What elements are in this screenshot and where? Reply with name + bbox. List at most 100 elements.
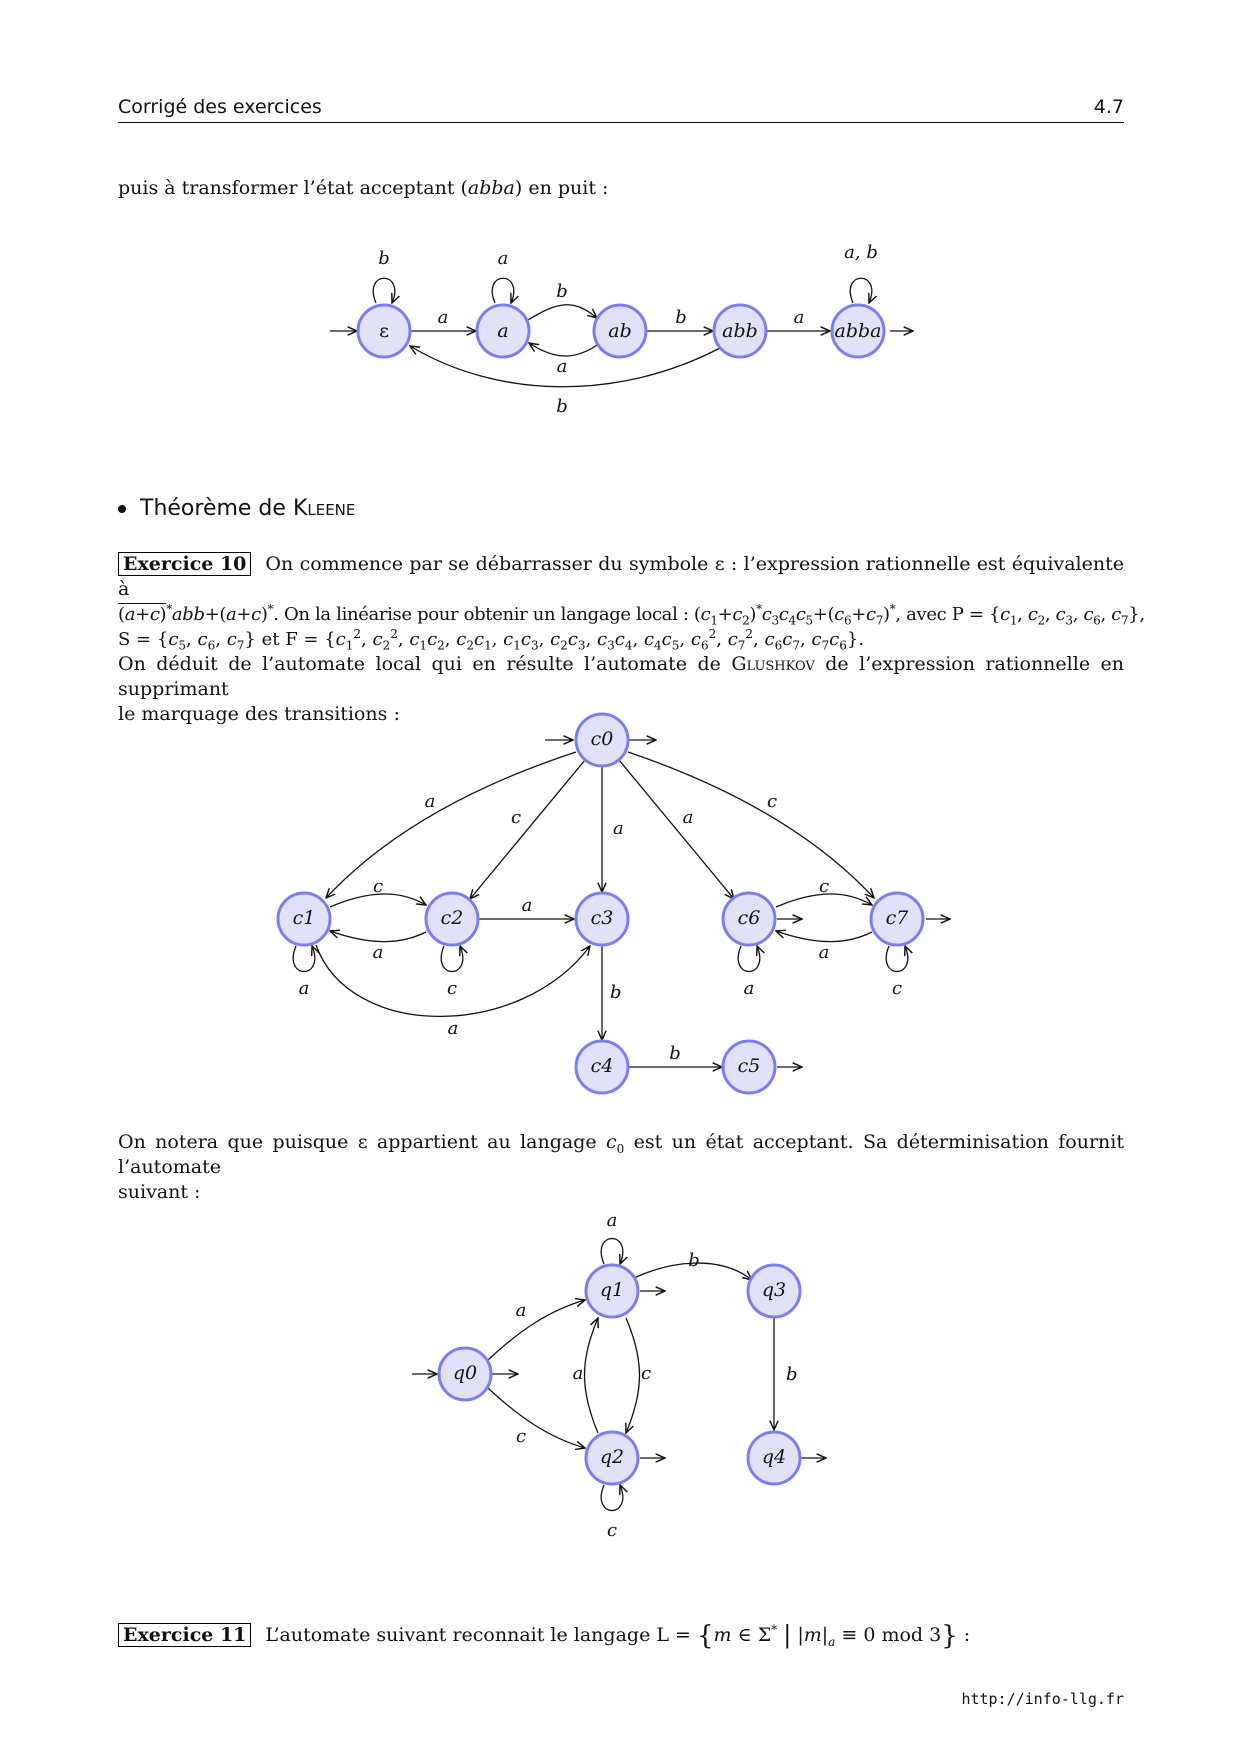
state-label: c5	[738, 1055, 761, 1077]
state-label: q4	[762, 1446, 786, 1468]
edge-label: b	[556, 281, 568, 302]
automaton-3: q0 q1 q2 q3 q4 a c a c a c b b	[412, 1210, 1240, 1541]
state-c2	[424, 891, 480, 947]
page-header: Corrigé des exercices 4.7	[118, 96, 1124, 123]
paragraph-3: On notera que puisque ε appartient au la…	[118, 1131, 1124, 1203]
edge-c0-c2	[470, 759, 586, 899]
edge-label: b	[556, 396, 568, 417]
edge-label: a, b	[844, 242, 878, 263]
edge-q1-q2	[626, 1317, 641, 1433]
state-q1	[584, 1263, 640, 1319]
page-number: 4.7	[1093, 96, 1124, 118]
edge-label: b	[688, 1250, 700, 1271]
state-label: c4	[591, 1055, 614, 1077]
edge-label: a	[557, 356, 568, 377]
exercise-11-label: Exercice 11	[118, 1623, 252, 1647]
edge-label: c	[516, 1426, 526, 1447]
edge-c6-c7	[775, 893, 872, 908]
state-a	[475, 303, 531, 359]
footer-url: http://info-llg.fr	[961, 1690, 1124, 1708]
state-label: q0	[453, 1362, 477, 1384]
state-label: c7	[886, 907, 910, 929]
state-label: a	[497, 320, 508, 342]
bullet-icon	[118, 505, 126, 513]
edge-label: b	[786, 1364, 798, 1385]
state-c7	[869, 891, 925, 947]
loop-q2	[600, 1485, 623, 1511]
loop-c7	[885, 946, 908, 972]
edge-label: a	[607, 1210, 618, 1231]
edge-label: c	[447, 978, 457, 999]
state-q3	[746, 1263, 802, 1319]
edge-label: a	[613, 818, 624, 839]
edge-c7-c6	[776, 931, 873, 943]
edge-label: c	[819, 876, 829, 897]
automaton-1: ε a ab abb abba b a a, b a b a b a b	[330, 242, 1240, 417]
state-label: abba	[835, 320, 882, 342]
edge-label: a	[744, 978, 755, 999]
intro-text: puis à transformer l’état acceptant (abb…	[118, 177, 609, 199]
edge-c1-c3	[315, 945, 590, 1018]
edge-c0-c6	[618, 759, 734, 899]
state-abb	[712, 303, 768, 359]
state-label: q1	[600, 1279, 624, 1301]
state-c6	[721, 891, 777, 947]
state-c1	[276, 891, 332, 947]
section-heading: Théorème de Kleene	[118, 496, 355, 521]
state-c0	[574, 712, 630, 768]
edge-label: b	[675, 307, 687, 328]
state-c3	[574, 891, 630, 947]
edge-c1-c2	[329, 893, 426, 908]
edge-label: a	[573, 1363, 584, 1384]
state-label: ab	[608, 320, 632, 342]
edge-label: c	[892, 978, 902, 999]
state-q0	[437, 1346, 493, 1402]
state-abba	[830, 303, 886, 359]
state-label: c2	[441, 907, 464, 929]
loop-q1	[600, 1238, 623, 1265]
header-title: Corrigé des exercices	[118, 96, 322, 118]
state-eps	[356, 303, 412, 359]
state-label: ε	[379, 320, 389, 342]
edge-c2-c1	[330, 931, 427, 943]
edge-label: a	[299, 978, 310, 999]
edge-label: b	[669, 1043, 681, 1064]
edge-label: a	[498, 248, 509, 269]
edge-a-ab	[527, 304, 597, 321]
loop-eps	[372, 277, 395, 303]
edge-label: c	[607, 1520, 617, 1541]
edge-label: a	[425, 791, 436, 812]
loop-c1	[292, 946, 315, 972]
edge-label: a	[438, 307, 449, 328]
edge-label: b	[610, 982, 622, 1003]
edge-label: a	[516, 1300, 527, 1321]
edge-q0-q2	[487, 1387, 585, 1448]
edge-label: c	[511, 807, 521, 828]
edge-label: a	[522, 895, 533, 916]
state-c4	[574, 1039, 630, 1095]
loop-abba	[849, 277, 872, 303]
loop-c6	[737, 946, 760, 972]
state-ab	[592, 303, 648, 359]
loop-c2	[440, 946, 463, 972]
state-c5	[721, 1039, 777, 1095]
edge-q1-q3	[629, 1262, 752, 1280]
edge-ab-a	[529, 343, 598, 357]
edge-q2-q1	[583, 1318, 599, 1434]
state-q4	[746, 1430, 802, 1486]
edge-label: c	[767, 791, 777, 812]
state-label: q2	[600, 1446, 624, 1468]
edge-c0-c1	[326, 751, 577, 898]
exercise-10-label: Exercice 10	[118, 552, 252, 576]
state-label: c3	[591, 907, 614, 929]
state-label: c0	[591, 728, 614, 750]
edge-c0-c7	[627, 751, 874, 898]
edge-label: b	[378, 248, 390, 269]
loop-a	[491, 277, 514, 303]
state-label: c6	[738, 907, 761, 929]
edge-abb-eps	[410, 346, 721, 388]
edge-label: c	[373, 876, 383, 897]
state-label: c1	[293, 907, 316, 929]
